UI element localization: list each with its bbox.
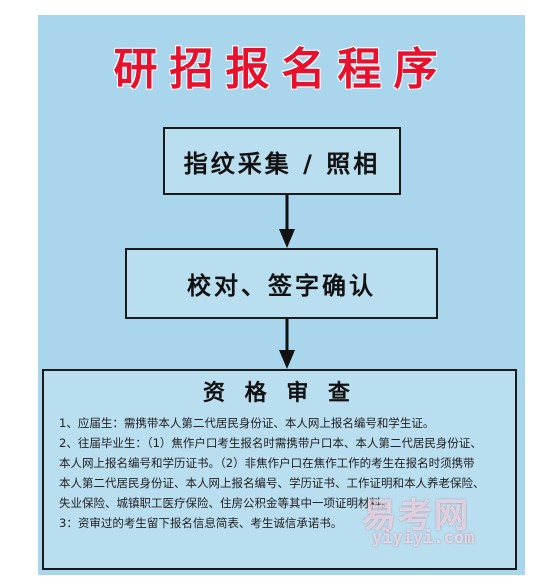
qualification-review-box: 资 格 审 查 1、应届生：需携带本人第二代居民身份证、本人网上报名编号和学生证…	[42, 369, 517, 570]
review-line: 本人网上报名编号和学历证书。（2）非焦作户口在焦作工作的考生在报名时须携带	[59, 456, 475, 470]
review-line: 失业保险、城镇职工医疗保险、住房公积金等其中一项证明材料。	[59, 496, 393, 510]
qualification-review-list: 1、应届生：需携带本人第二代居民身份证、本人网上报名编号和学生证。 2、往届毕业…	[44, 413, 515, 533]
arrow-down-icon	[279, 319, 295, 369]
step-verify-sign-label: 校对、签字确认	[187, 272, 376, 300]
step-fingerprint-photo: 指纹采集 / 照相	[163, 127, 401, 195]
review-line: 3：资审过的考生留下报名信息简表、考生诚信承诺书。	[59, 516, 343, 530]
review-line: 2、往届毕业生：（1）焦作户口考生报名时需携带户口本、本人第二代居民身份证、	[59, 436, 482, 450]
page-title: 研招报名程序	[113, 44, 450, 95]
arrow-down-icon	[279, 195, 295, 248]
review-line: 本人第二代居民身份证、本人网上报名编号、学历证书、工作证明和本人养老保险、	[59, 476, 485, 490]
qualification-review-title: 资 格 审 查	[203, 381, 356, 406]
step-verify-sign: 校对、签字确认	[125, 248, 438, 319]
step-fingerprint-photo-label: 指纹采集 / 照相	[183, 149, 381, 178]
poster-background: 研招报名程序 指纹采集 / 照相 校对、签字确认 资 格 审 查 1、应届生：需…	[38, 15, 525, 575]
review-line: 1、应届生：需携带本人第二代居民身份证、本人网上报名编号和学生证。	[59, 416, 435, 430]
